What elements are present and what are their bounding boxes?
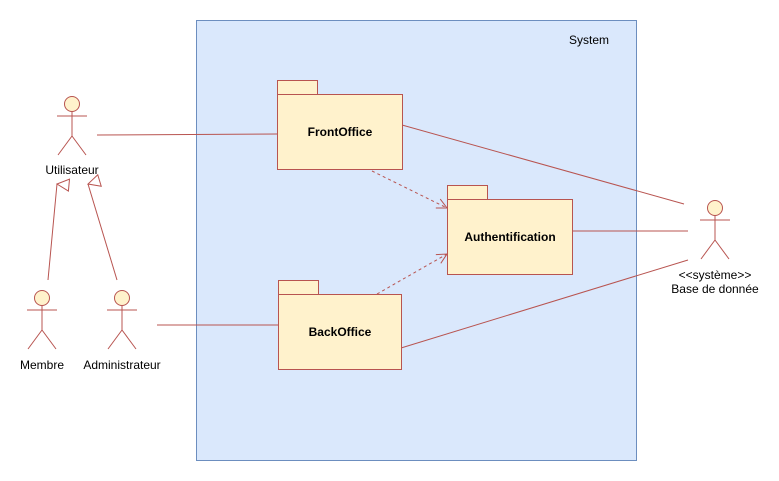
dependency-frontoffice-authentification[interactable] xyxy=(371,170,447,208)
association-frontoffice-database[interactable] xyxy=(401,124,685,205)
actor-label-database: Base de donnée xyxy=(671,282,759,296)
association-utilisateur-frontoffice[interactable] xyxy=(96,133,279,136)
generalization-administrateur-utilisateur[interactable] xyxy=(88,184,118,281)
actor-label-utilisateur: Utilisateur xyxy=(45,163,98,177)
actor-label-administrateur: Administrateur xyxy=(83,358,160,372)
package-backoffice[interactable]: BackOffice xyxy=(278,280,402,370)
dependency-backoffice-authentification[interactable] xyxy=(376,254,447,295)
generalization-membre-utilisateur[interactable] xyxy=(47,184,57,281)
system-label: System xyxy=(569,33,609,47)
actor-administrateur[interactable] xyxy=(107,290,137,350)
package-label-authentification: Authentification xyxy=(464,230,555,244)
package-authentification[interactable]: Authentification xyxy=(447,185,573,275)
actor-stereotype-database: <<système>> xyxy=(679,268,752,282)
association-backoffice-database[interactable] xyxy=(400,259,689,349)
actor-membre[interactable] xyxy=(27,290,57,350)
package-frontoffice[interactable]: FrontOffice xyxy=(277,80,403,170)
actor-utilisateur[interactable] xyxy=(57,96,87,156)
actor-database[interactable] xyxy=(700,200,730,260)
package-label-backoffice: BackOffice xyxy=(309,325,372,339)
package-label-frontoffice: FrontOffice xyxy=(308,125,373,139)
actor-label-membre: Membre xyxy=(20,358,64,372)
